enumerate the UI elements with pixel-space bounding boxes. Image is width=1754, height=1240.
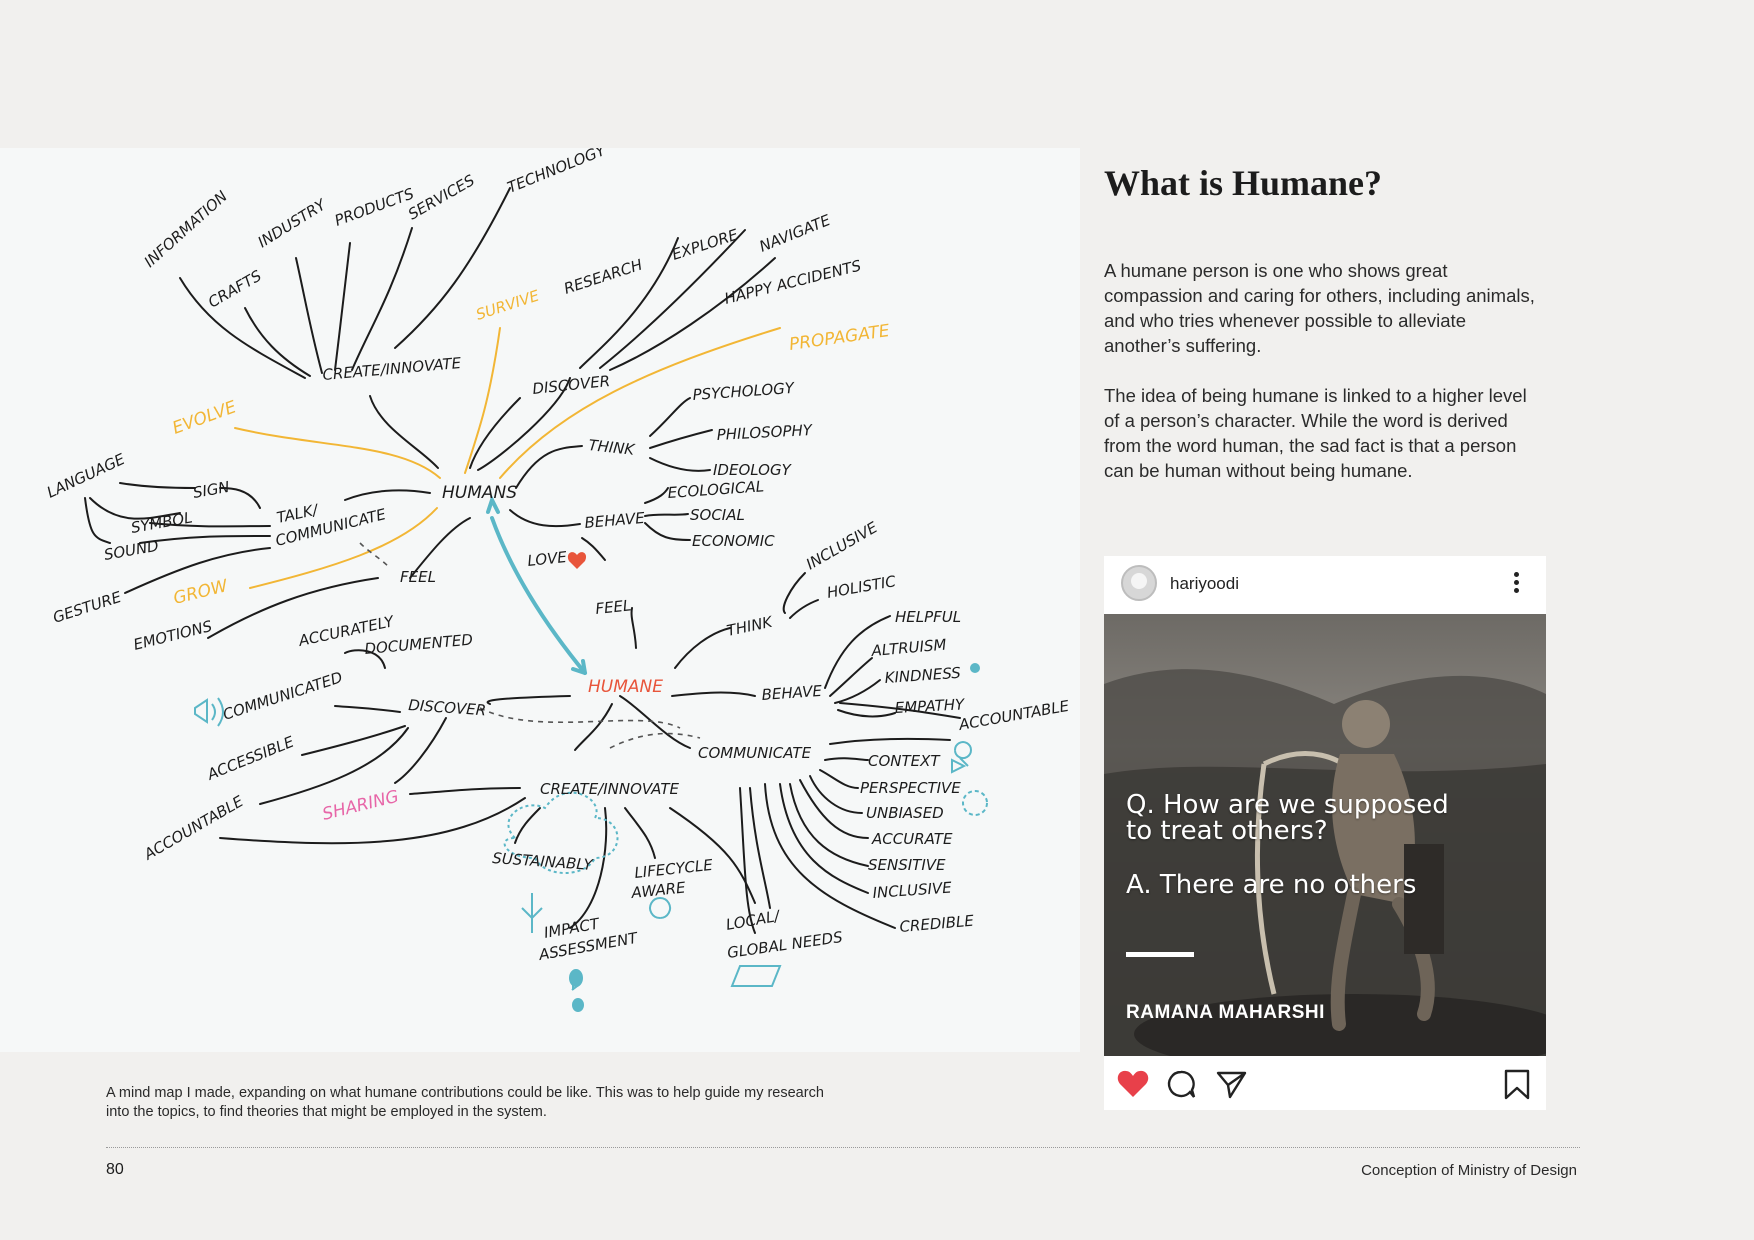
paragraph-2: The idea of being humane is linked to a … [1104,385,1527,481]
mm-label: EXPLORE [670,225,741,263]
mm-label: GROW [171,576,231,609]
paragraph-1: A humane person is one who shows great c… [1104,260,1535,356]
post-photo: Q. How are we supposed to treat others? … [1104,614,1546,1056]
post-username[interactable]: hariyoodi [1170,574,1239,593]
mm-label: HAPPY ACCIDENTS [723,256,864,307]
mm-label: TECHNOLOGY [505,148,610,197]
mm-label: PROPAGATE [788,321,891,355]
mm-label: PHILOSOPHY [716,421,814,444]
mm-label: SERVICES [405,171,478,224]
mm-label: NAVIGATE [757,211,834,256]
mm-label: CREATE/INNOVATE [322,354,463,384]
quote-question-line-1: Q. How are we supposed [1126,790,1449,820]
mm-label: SOUND [103,537,160,564]
more-options-icon[interactable] [1512,572,1520,596]
mm-label: ACCOUNTABLE [957,697,1071,734]
mm-label: CREDIBLE [899,912,975,936]
mm-label: PSYCHOLOGY [692,379,796,404]
mm-label: DISCOVER [408,696,487,719]
mm-label: SIGN [192,478,231,502]
mm-label: HUMANS [442,483,517,503]
mind-map-drawing: INFORMATION INDUSTRY PRODUCTS SERVICES T… [44,148,1071,1012]
mind-map-caption: A mind map I made, expanding on what hum… [106,1084,824,1120]
mm-label: SUSTAINABLY [492,849,595,874]
post-header: hariyoodi [1104,556,1546,614]
instagram-post: hariyoodi Q. How are we supposed to trea… [1104,556,1546,1110]
mm-label: PERSPECTIVE [860,779,961,797]
mm-label: THINK [588,436,637,459]
mm-label: COMMUNICATE [698,744,812,762]
mm-label: COMMUNICATED [221,668,345,724]
mm-label: PRODUCTS [332,184,417,229]
quote-divider [1126,952,1194,957]
mm-label: INFORMATION [141,187,231,271]
mm-label: THINK [725,613,775,640]
mm-label: HELPFUL [895,608,961,626]
mm-label: SOCIAL [690,506,745,524]
mm-label: FEEL [400,568,436,586]
quote-author: RAMANA MAHARSHI [1126,1002,1325,1023]
mm-label: DISCOVER [532,372,611,398]
mm-label: EMPATHY [894,695,966,717]
mm-label: FEEL [595,596,633,618]
mm-label: LOVE [527,548,569,570]
avatar[interactable] [1121,565,1157,601]
share-icon[interactable] [1214,1068,1248,1100]
mm-label: SENSITIVE [868,856,946,874]
page-number: 80 [106,1161,124,1178]
mm-label: SURVIVE [474,286,542,323]
quote-answer: A. There are no others [1126,870,1417,900]
mm-label: ACCURATE [871,830,953,848]
mm-label: CONTEXT [868,752,941,770]
mm-label: HUMANE [588,677,663,697]
mm-label: DOCUMENTED [364,631,474,658]
mm-label: SHARING [320,787,400,825]
mind-map-figure: INFORMATION INDUSTRY PRODUCTS SERVICES T… [0,148,1080,1052]
bookmark-icon[interactable] [1500,1068,1534,1100]
mm-label: LIFECYCLE [634,856,715,882]
mm-label: HOLISTIC [826,572,898,602]
mm-label: BEHAVE [584,509,646,532]
mm-label: GESTURE [51,588,124,627]
mm-label: GLOBAL NEEDS [726,928,844,962]
comment-icon[interactable] [1164,1068,1198,1100]
mm-label: IDEOLOGY [713,461,793,479]
mm-label: BEHAVE [761,682,823,704]
mm-label: ALTRUISM [870,636,947,661]
mm-label: ECONOMIC [692,532,775,550]
photo-illustration [1104,669,1546,1056]
mm-label: LANGUAGE [44,450,128,502]
running-title: Conception of Ministry of Design [1361,1162,1577,1179]
heart-icon[interactable] [1116,1068,1150,1100]
mm-label: INCLUSIVE [872,878,953,902]
mm-label: ACCESSIBLE [204,732,297,784]
post-actions [1104,1056,1546,1110]
mm-label: EMOTIONS [132,617,215,654]
quote-question-line-2: to treat others? [1126,816,1328,846]
mm-label: CREATE/INNOVATE [540,780,679,798]
mm-label: CRAFTS [205,266,265,311]
mm-label: ACCOUNTABLE [140,792,247,864]
mm-label: ECOLOGICAL [667,477,765,502]
mm-label: INDUSTRY [255,195,331,252]
mm-label: KINDNESS [884,664,962,687]
mm-label: EVOLVE [170,397,239,439]
page-heading: What is Humane? [1104,163,1383,203]
mm-label: SYMBOL [130,508,194,537]
mm-label: INCLUSIVE [803,518,881,573]
mm-label: AWARE [630,878,687,902]
mm-label: UNBIASED [866,804,944,822]
mm-label: RESEARCH [562,256,645,298]
footer-divider [106,1147,1580,1148]
